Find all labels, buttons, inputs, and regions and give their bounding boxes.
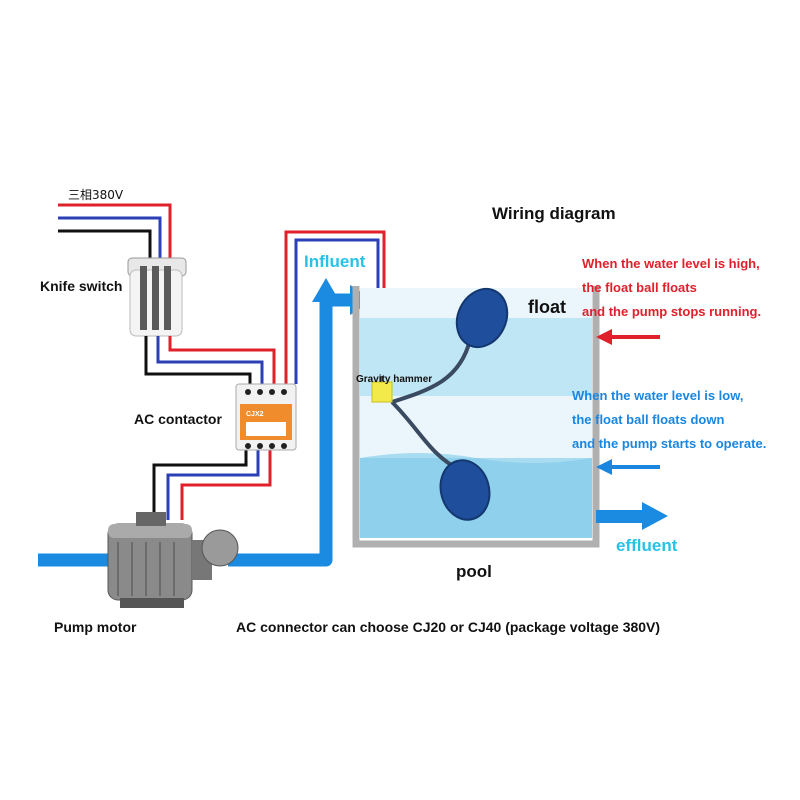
gravity-hammer-block: [371, 381, 393, 403]
wire-red-motor: [180, 450, 272, 520]
pool-label: pool: [456, 562, 492, 581]
low-note-line-2: the float ball floats down: [572, 412, 725, 427]
influent-label: Influent: [304, 252, 366, 271]
switch-contactor-wires: [144, 336, 276, 384]
float-ball-high: [455, 287, 509, 349]
float-switch: [371, 287, 509, 521]
ac-contactor-label: AC contactor: [134, 411, 222, 427]
pipes: [38, 293, 352, 567]
high-note-line-2: the float ball floats: [582, 280, 697, 295]
wire-blue-motor: [166, 450, 260, 520]
high-note-line-3: and the pump stops running.: [582, 304, 762, 319]
low-level-note: When the water level is low, the float b…: [572, 384, 766, 456]
power-label: 三相380V: [68, 188, 124, 202]
knife-switch: [127, 257, 187, 337]
gravity-hammer-label: Gravity hammer: [356, 374, 433, 385]
low-note-line-3: and the pump starts to operate.: [572, 436, 767, 451]
high-level-arrowhead: [596, 329, 612, 345]
float-ball-low: [439, 459, 491, 521]
wire-blue-switch: [156, 336, 264, 384]
contactor-motor-wires: [152, 450, 272, 520]
low-level-arrowhead: [596, 459, 612, 475]
power-wire-black: [58, 229, 152, 262]
effluent-label: effluent: [616, 536, 678, 555]
power-wire-red: [58, 203, 172, 262]
ac-contactor: CJX2: [235, 383, 297, 451]
diagram-title: Wiring diagram: [492, 204, 616, 223]
footer-note: AC connector can choose CJ20 or CJ40 (pa…: [236, 619, 661, 635]
pump-motor: [107, 512, 239, 608]
high-level-note: When the water level is high, the float …: [582, 252, 761, 324]
high-note-line-1: When the water level is high,: [582, 256, 760, 271]
contactor-model-label: CJX2: [246, 411, 264, 418]
supply-pipe: [228, 293, 352, 567]
power-wire-blue: [58, 216, 162, 262]
wire-black-switch: [144, 336, 252, 384]
float-label: float: [528, 297, 566, 317]
low-note-line-1: When the water level is low,: [572, 388, 744, 403]
wire-black-motor: [152, 450, 248, 520]
effluent-arrowhead: [642, 502, 668, 530]
power-wires: [58, 203, 172, 262]
influent-up-arrowhead: [312, 278, 340, 302]
float-cable-upper: [391, 339, 472, 404]
wire-red-switch: [168, 336, 276, 384]
pump-motor-label: Pump motor: [54, 619, 137, 635]
knife-switch-label: Knife switch: [40, 278, 123, 294]
effluent-pipe: [596, 510, 644, 523]
